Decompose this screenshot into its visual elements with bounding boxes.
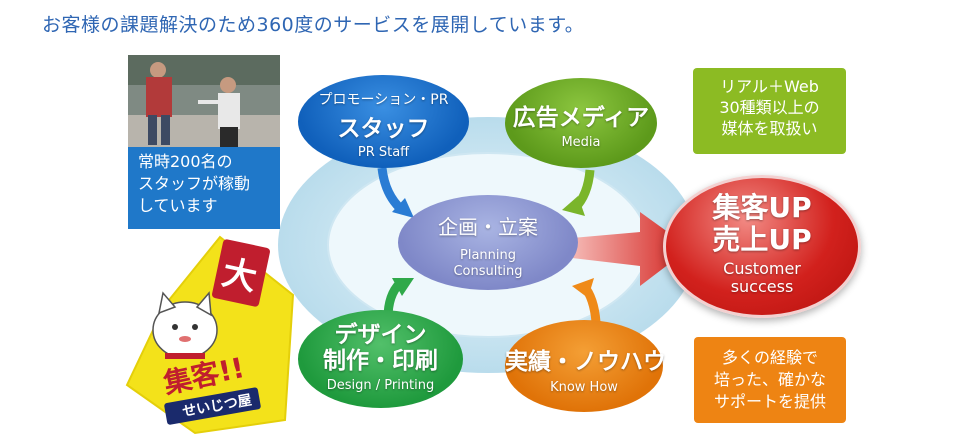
design-line1: デザイン	[334, 322, 427, 348]
planning-en1: Planning	[460, 248, 516, 263]
planning-en2: Consulting	[453, 264, 523, 279]
experience-info-line3: サポートを提供	[713, 392, 826, 411]
goal-line1: 集客UP	[712, 191, 812, 224]
media-big: 広告メディア	[512, 105, 650, 131]
media-info-line1: リアル＋Web	[720, 77, 819, 96]
experience-info-line1: 多くの経験で	[721, 348, 818, 367]
staff-info-line3: しています	[138, 196, 218, 215]
promotion-big: スタッフ	[337, 116, 430, 142]
media-node: 広告メディア Media	[505, 78, 657, 168]
design-en: Design / Printing	[326, 378, 435, 393]
promotion-en: PR Staff	[357, 145, 410, 160]
experience-info-line2: 培った、確かな	[713, 370, 826, 389]
design-line2: 制作・印刷	[323, 348, 438, 374]
staff-info-line1: 常時200名の	[138, 152, 233, 171]
arrow-head-knowhow	[572, 278, 594, 298]
media-info-box: リアル＋Web 30種類以上の 媒体を取扱い	[693, 68, 846, 154]
headline: お客様の課題解決のため360度のサービスを展開しています。	[42, 14, 585, 36]
arrow-head-media	[562, 196, 585, 216]
staff-photo	[128, 55, 280, 147]
staff-info-box: 常時200名の スタッフが稼動 しています	[128, 147, 280, 229]
goal-line2: 売上UP	[712, 223, 812, 256]
planning-big: 企画・立案	[438, 215, 538, 239]
experience-info-box: 多くの経験で 培った、確かな サポートを提供	[694, 337, 846, 423]
design-node: デザイン 制作・印刷 Design / Printing	[298, 310, 463, 408]
mascot-logo: 大 集客!! せいじつ屋	[125, 235, 295, 435]
media-en: Media	[561, 135, 601, 150]
goal-en1: Customer	[723, 259, 801, 278]
promotion-small: プロモーション・PR	[318, 92, 449, 108]
goal-en2: success	[730, 277, 794, 296]
media-info-line3: 媒体を取扱い	[721, 119, 818, 138]
goal-node: 集客UP 売上UP Customer success	[663, 175, 861, 318]
arrow-head-promotion	[392, 198, 414, 218]
knowhow-node: 実績・ノウハウ Know How	[505, 320, 666, 412]
staff-info-line2: スタッフが稼動	[138, 174, 251, 193]
arrow-head-design	[392, 278, 414, 296]
mascot-banner: 大	[219, 253, 261, 299]
knowhow-big: 実績・ノウハウ	[505, 349, 666, 375]
promotion-node: プロモーション・PR スタッフ PR Staff	[298, 75, 469, 168]
knowhow-en: Know How	[550, 380, 618, 395]
goal-arrow	[572, 212, 690, 286]
planning-node: 企画・立案 Planning Consulting	[398, 195, 578, 290]
media-info-line2: 30種類以上の	[719, 98, 820, 117]
